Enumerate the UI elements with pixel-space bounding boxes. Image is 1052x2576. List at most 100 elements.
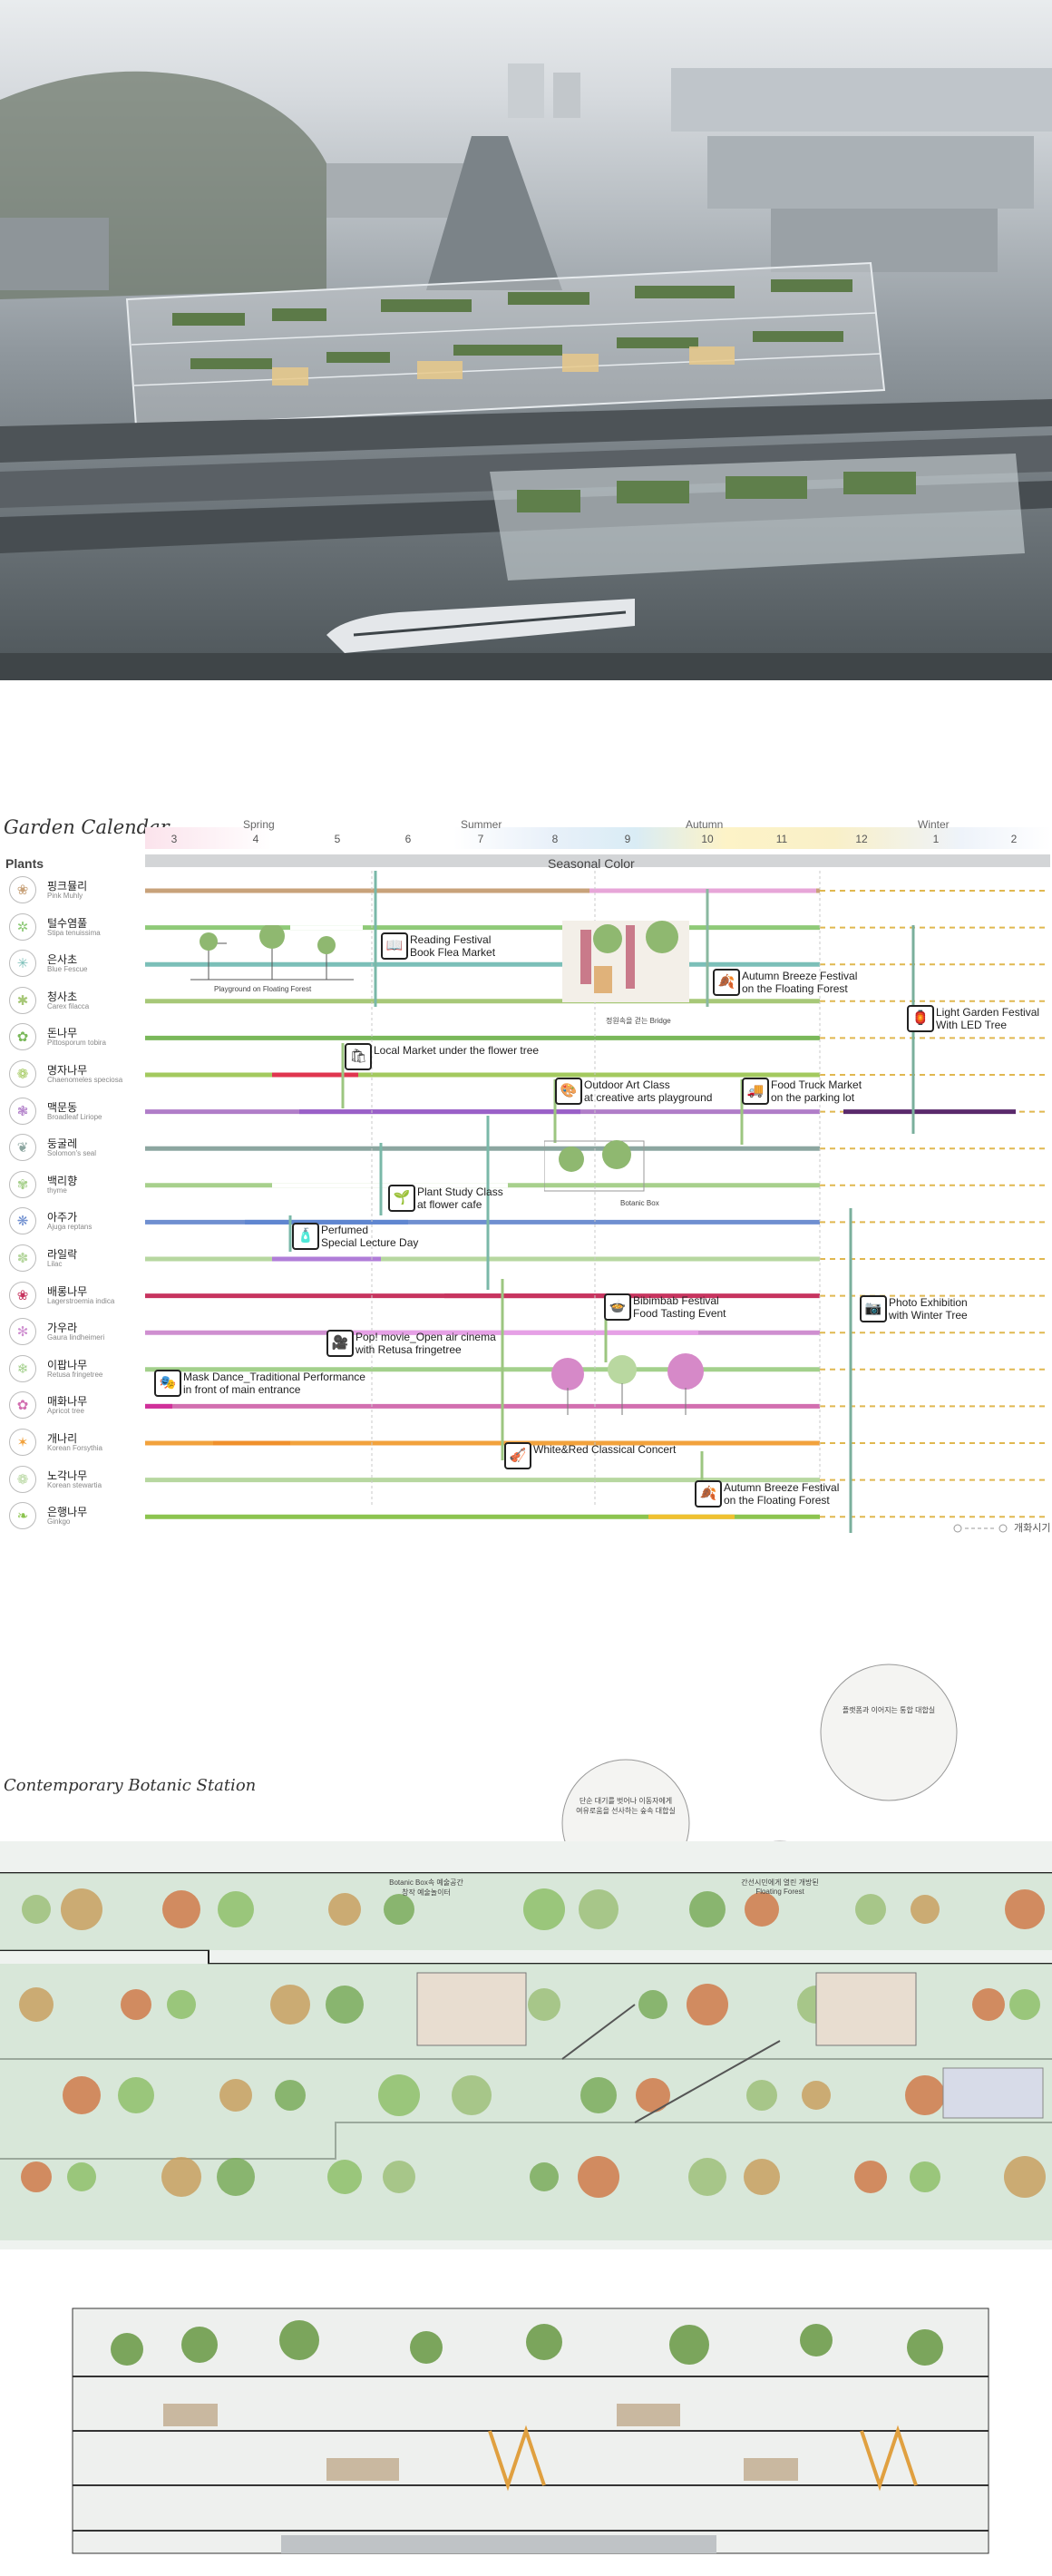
flower-tree-scene [551, 1353, 704, 1415]
plant-name-ko: 맥문동 [47, 1100, 78, 1114]
season-color-band [145, 827, 1052, 849]
tree-canopy [530, 2162, 559, 2191]
season-winter: Winter [918, 818, 950, 831]
plant-name-ko: 백리향 [47, 1174, 78, 1187]
flower-icon: ❃ [9, 1097, 36, 1125]
event-title-pop-movie: Pop! movie_Open air cinema [356, 1331, 496, 1343]
tree-canopy [746, 2080, 777, 2111]
legend-bloom-period: 개화시기 [1014, 1523, 1051, 1534]
plant-name-en: Gaura lindheimeri [47, 1333, 105, 1342]
playground-caption: Playground on Floating Forest [214, 985, 312, 993]
hero-aerial-render [0, 0, 1052, 680]
tree-canopy [270, 1985, 310, 2025]
market-icon: 🛍 [345, 1043, 372, 1070]
tree-canopy [67, 2162, 96, 2191]
tree-canopy [217, 2158, 255, 2196]
tree-canopy [452, 2075, 492, 2115]
plant-name-ko: 매화나무 [47, 1395, 88, 1409]
tree-canopy [854, 2161, 887, 2193]
tree-canopy [855, 1894, 886, 1925]
event-title-light-garden: Light Garden Festival [936, 1006, 1040, 1019]
station-frame [125, 261, 886, 428]
grass-icon: ✱ [9, 986, 36, 1014]
tree-canopy [378, 2074, 420, 2116]
bridge-caption: 정원속을 걷는 Bridge [606, 1017, 671, 1025]
plant-name-ko: 청사초 [47, 990, 78, 1003]
flower-icon: ✶ [9, 1429, 36, 1456]
tree-icon: ❧ [9, 1502, 36, 1530]
plant-name-en: Lilac [47, 1260, 63, 1268]
event-subtitle-autumn-breeze-2: on the Floating Forest [724, 1494, 830, 1507]
plant-name-en: thyme [47, 1186, 67, 1195]
month-label: 5 [334, 833, 341, 845]
bubble-caption: 간선시민에게 열린 개방된 Floating Forest [741, 1878, 819, 1896]
plant-name-ko: 이팝나무 [47, 1358, 88, 1371]
calendar-timeline [145, 871, 1048, 1533]
tree-canopy [688, 2158, 726, 2196]
bowl-icon: 🍲 [604, 1293, 631, 1321]
palette-icon: 🎨 [555, 1078, 582, 1105]
month-label: 1 [932, 833, 940, 845]
mask-icon: 🎭 [154, 1370, 181, 1397]
shrub-icon: ✿ [9, 1023, 36, 1051]
plant-name-ko: 핑크뮬리 [47, 880, 88, 893]
station-long-section [0, 2304, 1052, 2576]
event-title-mask-dance: Mask Dance_Traditional Performance [183, 1371, 365, 1383]
month-label: 9 [624, 833, 631, 845]
tree-canopy [21, 2161, 52, 2192]
camera-icon: 📷 [860, 1295, 887, 1322]
tree-canopy [327, 2160, 362, 2194]
event-title-reading-festival: Reading Festival [410, 933, 492, 946]
month-label: 2 [1010, 833, 1018, 845]
bubble-integrated-hall [820, 1664, 958, 1801]
plant-name-ko: 개나리 [47, 1432, 78, 1445]
station-cross-section [0, 1664, 1052, 2249]
tree-canopy [118, 2077, 154, 2113]
tree-canopy [1004, 2156, 1046, 2198]
event-subtitle-outdoor-art: at creative arts playground [584, 1091, 713, 1104]
event-subtitle-autumn-breeze-1: on the Floating Forest [742, 982, 848, 995]
event-title-food-truck: Food Truck Market [771, 1078, 862, 1091]
station-section-title: Contemporary Botanic Station [4, 1776, 257, 1795]
tree-canopy [61, 1888, 102, 1930]
event-subtitle-plant-study: at flower cafe [417, 1198, 482, 1211]
event-subtitle-food-truck: on the parking lot [771, 1091, 855, 1104]
event-title-bibimbab: Bibimbab Festival [633, 1294, 719, 1307]
tree-canopy [384, 1894, 414, 1925]
tree-canopy [580, 2077, 617, 2113]
month-label: 6 [404, 833, 412, 845]
event-subtitle-light-garden: With LED Tree [936, 1019, 1008, 1031]
legend-bloom-key [953, 1524, 1008, 1533]
tree-canopy [689, 1891, 726, 1927]
leaf-icon: 🍂 [713, 969, 740, 996]
tree-canopy [687, 1984, 728, 2025]
month-label: 7 [477, 833, 484, 845]
plant-name-en: Korean Forsythia [47, 1444, 102, 1452]
tree-canopy [63, 2076, 101, 2114]
plant-name-ko: 노각나무 [47, 1469, 88, 1482]
tree-canopy [328, 1893, 361, 1926]
tree-canopy [802, 2081, 831, 2110]
tree-icon: ❄ [9, 1354, 36, 1382]
leaf-icon: ❦ [9, 1134, 36, 1162]
calendar-title: Garden Calendar [4, 816, 170, 838]
tree-canopy [638, 1990, 667, 2019]
month-label: 8 [551, 833, 559, 845]
tree-canopy [275, 2080, 306, 2111]
event-title-autumn-breeze-1: Autumn Breeze Festival [742, 970, 858, 982]
tree-canopy [528, 1988, 560, 2021]
plant-name-en: Chaenomeles speciosa [47, 1076, 123, 1084]
plant-name-en: Ajuga reptans [47, 1223, 93, 1232]
flower-icon: ❁ [9, 1060, 36, 1088]
grass-icon: ✳ [9, 950, 36, 978]
tree-canopy [636, 2078, 670, 2113]
